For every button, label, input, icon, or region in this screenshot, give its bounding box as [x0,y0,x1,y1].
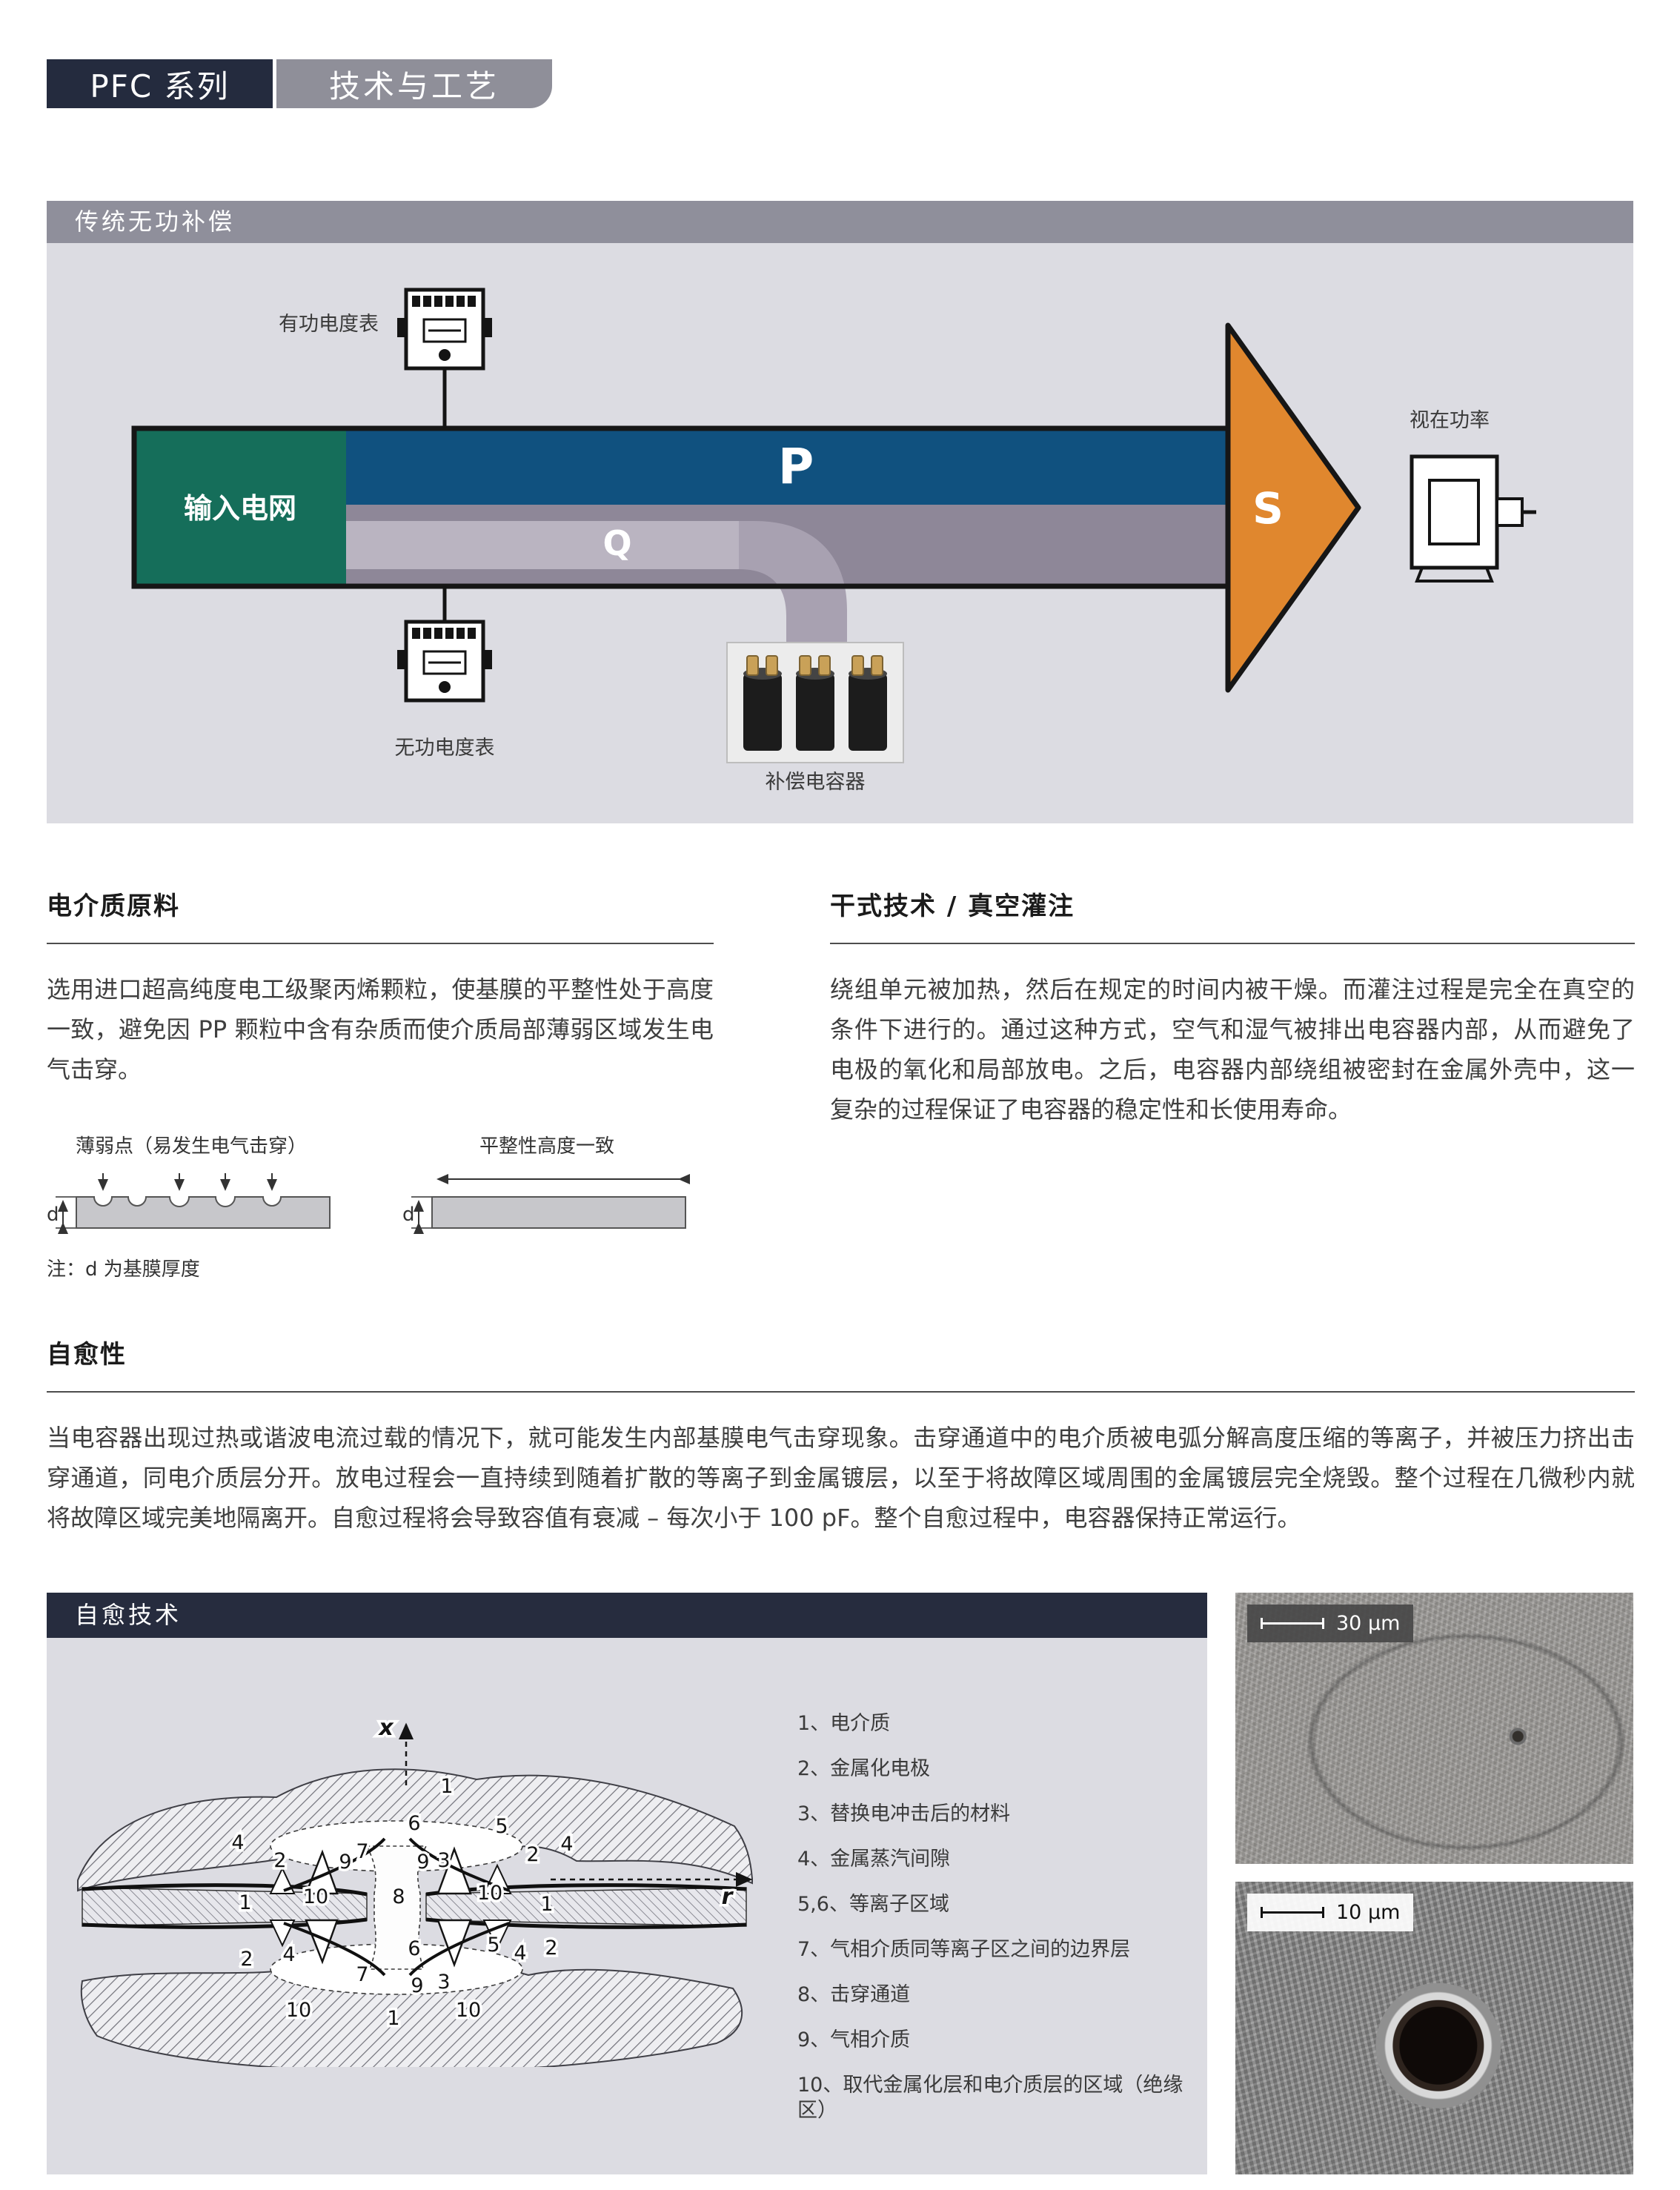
diagram-number: 10 [477,1882,502,1905]
input-grid-box [134,428,346,586]
diagram-number: 1 [239,1891,251,1914]
legend-item: 4、金属蒸汽间隙 [797,1848,951,1871]
dry-tech-section: 干式技术 / 真空灌注 绕组单元被加热，然后在规定的时间内被干燥。而灌注过程是完… [830,886,1635,1129]
diagram-number: 10 [286,1999,311,2022]
diagram-number: 7 [356,1840,368,1863]
diagram-number: 3 [437,1849,450,1872]
diagram-number: 5 [495,1815,508,1838]
diagram-number: 3 [437,1971,450,1994]
film-figures: 薄弱点（易发生电气击穿） d [47,1131,714,1241]
self-healing-title: 自愈性 [47,1334,1635,1393]
input-grid-label: 输入电网 [184,492,296,525]
panel1-title: 传统无功补偿 [47,201,1633,243]
dielectric-section: 电介质原料 选用进口超高纯度电工级聚丙烯颗粒，使基膜的平整性处于高度一致，避免因… [47,886,714,1281]
reactive-meter-label: 无功电度表 [395,737,495,760]
scale-bar-30um: 30 μm [1247,1605,1414,1642]
flat-film-figure: 平整性高度一致 d [402,1131,691,1241]
scale-text: 10 μm [1336,1901,1401,1924]
diagram-number: 1 [440,1775,453,1798]
active-meter-label: 有功电度表 [279,313,379,336]
q-label: Q [602,523,631,563]
legend-item: 5,6、等离子区域 [797,1893,949,1916]
legend-item: 8、击穿通道 [797,1983,911,2006]
dielectric-title: 电介质原料 [47,886,714,944]
scale-line [1261,1618,1324,1629]
diagram-number: 5 [487,1934,499,1957]
legend-item: 2、金属化电极 [797,1757,931,1780]
diagram-number: 1 [387,2007,399,2030]
self-healing-section: 自愈性 当电容器出现过热或谐波电流过载的情况下，就可能发生内部基膜电气击穿现象。… [47,1334,1635,1538]
d-label-weak: d [47,1204,59,1226]
p-band [346,428,1240,505]
diagram-number: 2 [240,1948,253,1971]
series-label: PFC 系列 [47,59,273,108]
weak-film-bar [76,1196,331,1229]
weak-point-figure: 薄弱点（易发生电气击穿） d [47,1131,336,1241]
diagram-number: 4 [282,1943,295,1966]
diagram-number: 9 [339,1851,351,1874]
flat-film-diagram: d [402,1174,690,1234]
scale-text: 30 μm [1336,1612,1401,1635]
healing-tech-panel: 自愈技术 [47,1593,1207,2174]
healing-legend: 1、电介质 2、金属化电极 3、替换电冲击后的材料 4、金属蒸汽间隙 5,6、等… [797,1711,1201,2123]
diagram-number: 2 [273,1849,286,1872]
legend-item: 10、取代金属化层和电介质层的区域（绝缘区） [797,2074,1183,2122]
diagram-number: 7 [356,1963,368,1986]
film-thickness-note: 注：d 为基膜厚度 [47,1258,200,1281]
panel2-title: 自愈技术 [47,1593,1207,1638]
breakdown-channel [365,1845,428,1970]
sem-image-30um: 30 μm [1235,1593,1633,1864]
self-healing-body: 当电容器出现过热或谐波电流过载的情况下，就可能发生内部基膜电气击穿现象。击穿通道… [47,1424,1635,1532]
diagram-number: 6 [408,1937,420,1960]
self-healing-diagram: x 1 6 4 2 9 7 9 3 5 2 4 1 10 8 10 1 r 6 … [77,1713,753,2067]
reactive-meter-icon [397,620,492,703]
capacitor-photo [726,642,904,763]
page-title: 技术与工艺 [276,59,552,108]
flat-film-caption: 平整性高度一致 [479,1135,614,1158]
scale-bar-10um: 10 μm [1247,1894,1414,1931]
diagram-number: 1 [540,1893,553,1916]
right-electrode-layer [425,1887,747,1927]
diagram-number: 4 [514,1942,526,1965]
axis-r-label: r [722,1884,734,1910]
q-band [346,521,739,569]
legend-item: 3、替换电冲击后的材料 [797,1802,1011,1825]
active-meter-icon [397,288,492,371]
diagram-number: 2 [545,1937,557,1960]
legend-item: 9、气相介质 [797,2028,911,2051]
diagram-number: 6 [408,1812,420,1835]
diagram-number: 9 [416,1851,429,1874]
dielectric-body: 选用进口超高纯度电工级聚丙烯颗粒，使基膜的平整性处于高度一致，避免因 PP 颗粒… [47,975,714,1084]
motor-icon [1410,454,1536,583]
page-header: PFC 系列 技术与工艺 [47,59,552,108]
weak-film-diagram: d [47,1173,331,1234]
diagram-number: 9 [411,1974,423,1997]
diagram-number: 4 [560,1833,573,1856]
apparent-power-arrow [1225,322,1361,693]
diagram-number: 10 [303,1885,328,1908]
q-branch [739,521,847,658]
axis-x-label: x [377,1715,394,1741]
diagram-number: 10 [456,1999,481,2022]
dry-tech-title: 干式技术 / 真空灌注 [830,886,1635,944]
capacitor-label: 补偿电容器 [766,771,866,794]
diagram-number: 4 [231,1831,244,1854]
scale-line [1261,1907,1324,1918]
flat-film-bar [431,1196,686,1229]
weak-point-caption: 薄弱点（易发生电气击穿） [75,1135,307,1158]
power-flow-diagram: 输入电网 P Q S 有功电度表 [131,288,1536,794]
legend-item: 1、电介质 [797,1712,891,1735]
d-label-flat: d [402,1204,415,1226]
s-label: S [1252,483,1284,534]
diagram-number: 8 [392,1885,405,1908]
apparent-power-label: 视在功率 [1410,409,1490,432]
traditional-compensation-panel: 传统无功补偿 输入电网 P Q S [47,201,1633,823]
sem-image-10um: 10 μm [1235,1882,1633,2174]
dry-tech-body: 绕组单元被加热，然后在规定的时间内被干燥。而灌注过程是完全在真空的条件下进行的。… [830,975,1635,1124]
diagram-number: 2 [526,1843,539,1866]
legend-item: 7、气相介质同等离子区之间的边界层 [797,1938,1131,1961]
p-label: P [778,438,814,495]
